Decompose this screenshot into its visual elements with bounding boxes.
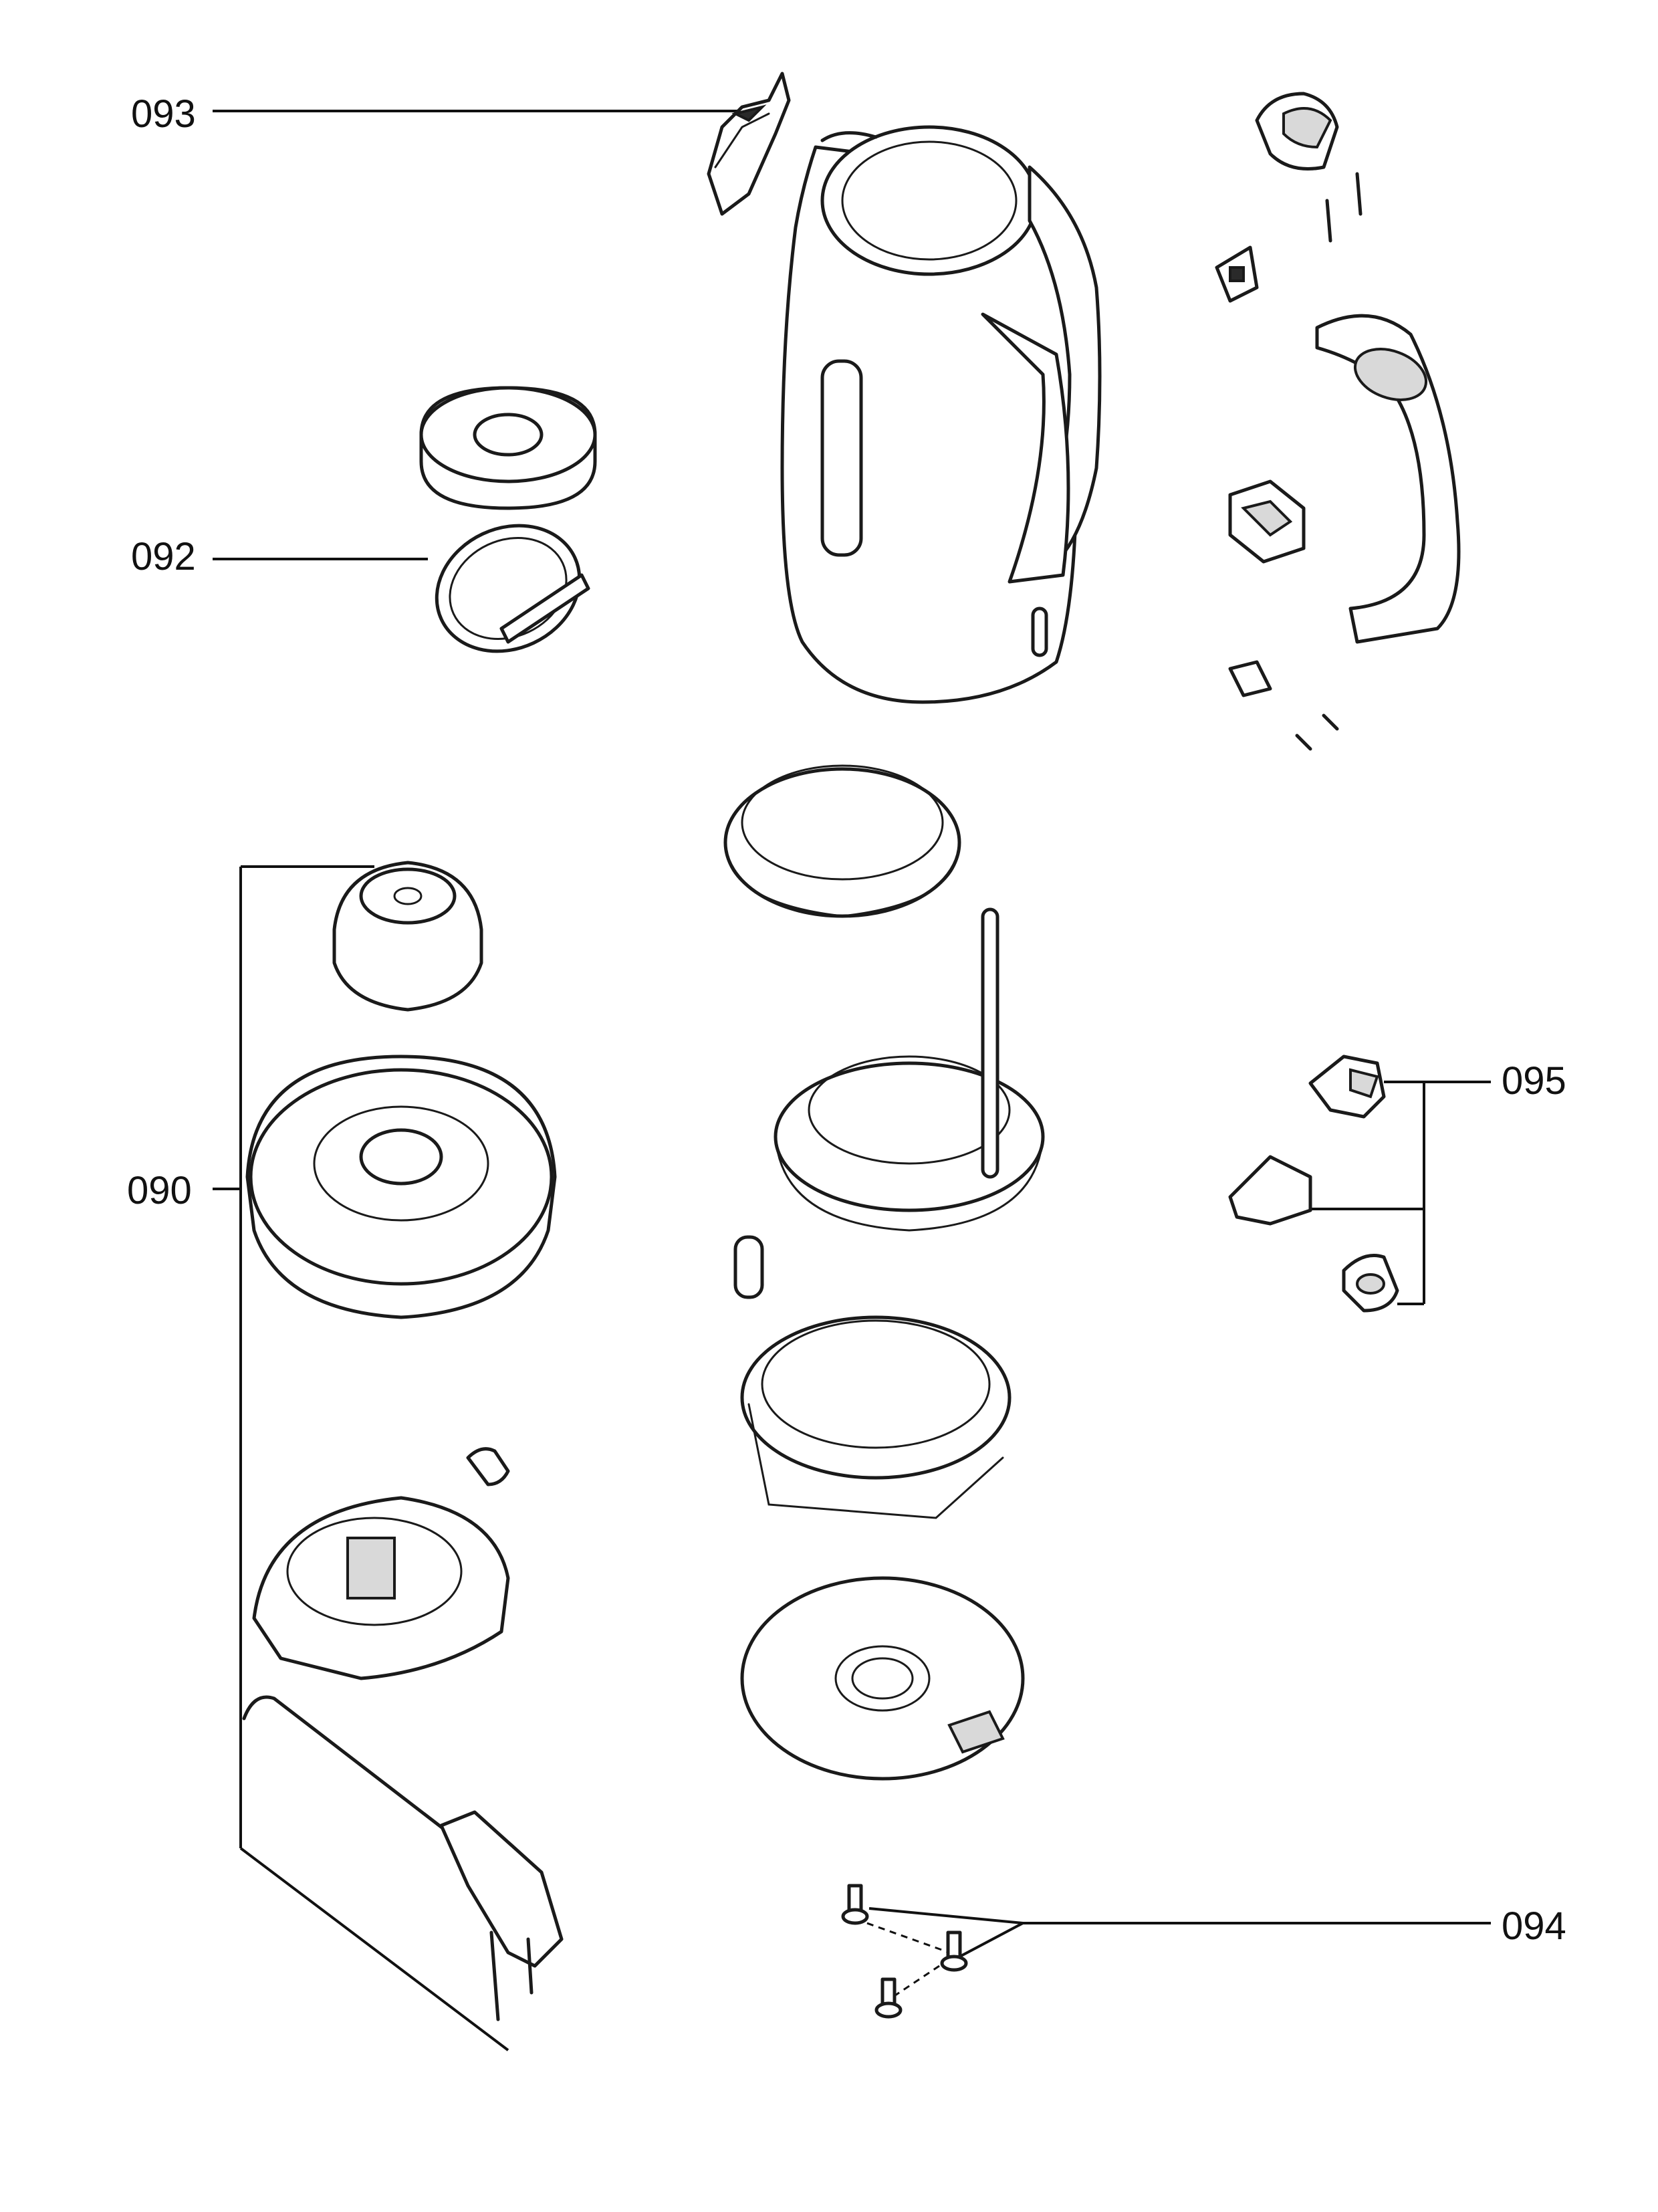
power-base-inner-090 xyxy=(252,1496,510,1680)
small-tube xyxy=(733,1235,764,1299)
connector-part-095-b xyxy=(1228,1155,1312,1226)
connector-part-095-a xyxy=(1308,1055,1386,1119)
handle-screws xyxy=(1295,713,1339,751)
power-cord-090 xyxy=(242,1695,564,2021)
lid-seal-ring-092 xyxy=(435,524,590,653)
base-plate xyxy=(740,1576,1025,1781)
water-gauge-tube xyxy=(981,907,999,1179)
handle-switch-cap xyxy=(1255,92,1339,171)
callout-090: 090 xyxy=(127,1169,192,1212)
handle-small-clip xyxy=(1228,660,1272,697)
foot-094-c xyxy=(874,1977,903,2019)
heating-ring xyxy=(774,1055,1045,1232)
inner-frame-ring xyxy=(740,1315,1012,1519)
kettle-body xyxy=(780,125,1102,704)
base-seal-ring xyxy=(723,764,961,918)
foot-094-a xyxy=(841,1884,869,1925)
connector-part-095-c xyxy=(1342,1254,1399,1313)
leader-095-bracket xyxy=(1304,1081,1491,1305)
leader-094 xyxy=(855,1907,1491,2001)
callout-093: 093 xyxy=(131,92,196,136)
handle-grip xyxy=(1315,314,1461,644)
handle-switch-bracket xyxy=(1228,479,1306,564)
lid-release-button-093 xyxy=(707,72,791,216)
cable-clip-090 xyxy=(466,1447,510,1486)
handle-clip xyxy=(1215,245,1259,303)
power-connector-090 xyxy=(332,861,483,1012)
callout-095: 095 xyxy=(1502,1059,1566,1103)
power-base-cover-090 xyxy=(245,1055,557,1319)
callout-092: 092 xyxy=(131,535,196,578)
leader-090-bracket xyxy=(213,865,509,2052)
foot-094-b xyxy=(940,1930,968,1972)
handle-pins xyxy=(1325,172,1363,243)
lid-cover-092 xyxy=(419,386,597,510)
callout-094: 094 xyxy=(1502,1904,1566,1948)
